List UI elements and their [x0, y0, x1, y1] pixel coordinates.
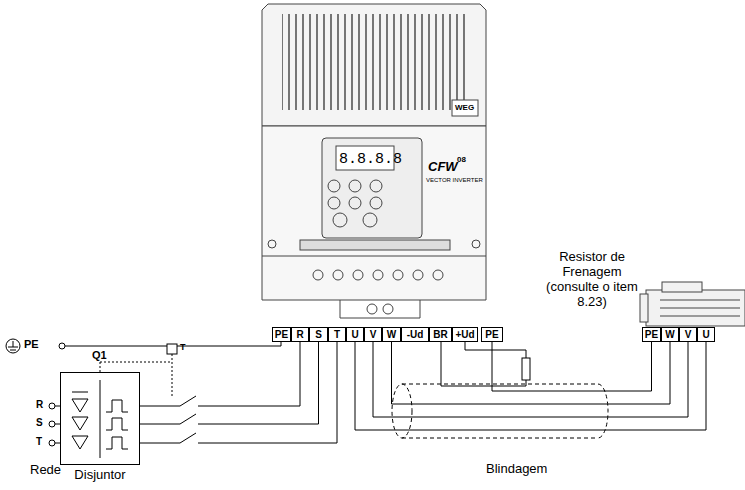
mains-label: Rede: [30, 463, 61, 478]
terminal-label: +Ud: [455, 330, 474, 340]
wire: [392, 342, 671, 404]
wire: [355, 342, 706, 430]
terminal-cell: T: [328, 327, 346, 342]
terminal-cell: PE: [272, 327, 291, 342]
terminal-label: V: [370, 330, 377, 340]
terminal-label: BR: [433, 330, 447, 340]
wire: [140, 342, 300, 406]
terminal-label: R: [296, 330, 303, 340]
resistor-label: Resistor de Frenagem (consulte o item 8.…: [540, 250, 644, 310]
terminal-cell: PE: [642, 327, 661, 342]
terminal-cell: PE: [481, 327, 503, 342]
terminal-label: U: [351, 330, 358, 340]
motor-drawing: [640, 282, 745, 326]
breaker-tag: Q1: [92, 349, 107, 362]
wire-line: [392, 342, 671, 404]
switch-contacts: [180, 396, 198, 447]
terminal-cell: V: [364, 327, 382, 342]
terminal-cell: -Ud: [401, 327, 429, 342]
terminal-label: T: [334, 330, 340, 340]
resistor-symbol: [441, 342, 530, 386]
terminal-label: -Ud: [407, 330, 424, 340]
phase-label: S: [36, 417, 43, 429]
wire: [140, 342, 337, 443]
model-subtitle: VECTOR INVERTER: [426, 177, 483, 184]
terminal-label: S: [315, 330, 322, 340]
terminal-label: PE: [645, 330, 658, 340]
terminal-label: W: [665, 330, 674, 340]
terminal-cell: +Ud: [452, 327, 478, 342]
model-name: CFW: [428, 160, 458, 175]
phase-label: R: [36, 399, 43, 411]
terminal-cell: R: [291, 327, 309, 342]
terminal-cell: BR: [429, 327, 452, 342]
terminal-cell: V: [679, 327, 697, 342]
wire: [373, 342, 688, 417]
terminal-label: V: [685, 330, 692, 340]
wire: [140, 342, 319, 424]
terminal-cell: W: [382, 327, 401, 342]
display-digits: 8.8.8.8: [339, 151, 402, 168]
phase-label: T: [36, 436, 42, 448]
wire-line: [140, 342, 300, 406]
breaker-label: Disjuntor: [74, 467, 125, 482]
wire-line: [140, 342, 337, 443]
brand-logo: WEG: [455, 103, 474, 112]
terminal-cell: U: [346, 327, 364, 342]
terminal-label: U: [702, 330, 709, 340]
cable-shield: [392, 384, 608, 438]
wire-line: [140, 342, 319, 424]
ground-label: PE: [24, 338, 39, 351]
shield-label: Blindagem: [486, 462, 547, 477]
terminal-label: PE: [275, 330, 288, 340]
inverter-drawing: [262, 4, 486, 318]
trip-tag: T: [180, 342, 186, 352]
terminal-label: W: [387, 330, 396, 340]
wire-line: [373, 342, 688, 417]
mains-terminals: [49, 403, 60, 446]
ground-symbol: [6, 339, 281, 353]
circuit-breaker: Disjuntor: [60, 372, 140, 465]
terminal-cell: W: [661, 327, 679, 342]
terminal-cell: S: [309, 327, 328, 342]
terminal-cell: U: [697, 327, 715, 342]
breaker-symbols: [72, 344, 177, 458]
wire-line: [355, 342, 706, 430]
terminal-label: PE: [485, 330, 498, 340]
model-number: 08: [457, 155, 466, 164]
